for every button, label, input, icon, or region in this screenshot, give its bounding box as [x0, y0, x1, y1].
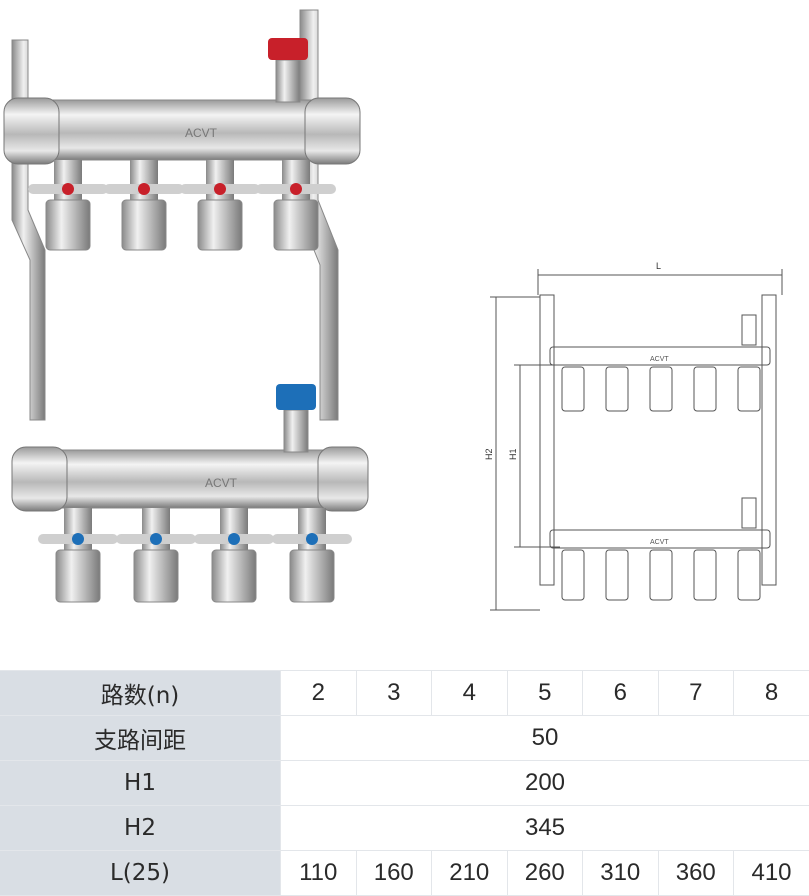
- return-vent-cap: [276, 384, 316, 410]
- brand-label-bottom: ACVT: [205, 476, 238, 490]
- spec-cell: 210: [432, 851, 508, 896]
- spec-cell: 360: [658, 851, 734, 896]
- spec-cell: 410: [734, 851, 809, 896]
- spec-row-label: H2: [0, 806, 281, 851]
- spec-cell-merged: 345: [281, 806, 809, 851]
- brand-label-top: ACVT: [185, 126, 218, 140]
- return-branches: [38, 508, 352, 602]
- spec-cell: 2: [281, 671, 357, 716]
- dim-H2-label: H2: [484, 448, 494, 460]
- spec-row-label: H1: [0, 761, 281, 806]
- spec-cell: 5: [507, 671, 583, 716]
- spec-row-label: 支路间距: [0, 716, 281, 761]
- supply-branches: [28, 160, 336, 250]
- spec-cell-merged: 200: [281, 761, 809, 806]
- spec-cell: 160: [356, 851, 432, 896]
- dim-H1-label: H1: [508, 448, 518, 460]
- spec-cell: 260: [507, 851, 583, 896]
- spec-cell: 6: [583, 671, 659, 716]
- spec-cell: 110: [281, 851, 357, 896]
- spec-row-label: L(25): [0, 851, 281, 896]
- spec-cell: 4: [432, 671, 508, 716]
- manifold-photo: ACVT ACVT: [0, 0, 380, 620]
- spec-row-label: 路数(n): [0, 671, 281, 716]
- dimension-drawing: L H2 H1 ACVT ACVT: [480, 255, 805, 615]
- drawing-brand-bottom: ACVT: [650, 539, 669, 546]
- spec-cell: 8: [734, 671, 809, 716]
- spec-cell: 7: [658, 671, 734, 716]
- spec-cell: 3: [356, 671, 432, 716]
- drawing-brand-top: ACVT: [650, 356, 669, 363]
- dim-L-label: L: [656, 261, 661, 271]
- spec-cell: 310: [583, 851, 659, 896]
- spec-cell-merged: 50: [281, 716, 809, 761]
- supply-vent-cap: [268, 38, 308, 60]
